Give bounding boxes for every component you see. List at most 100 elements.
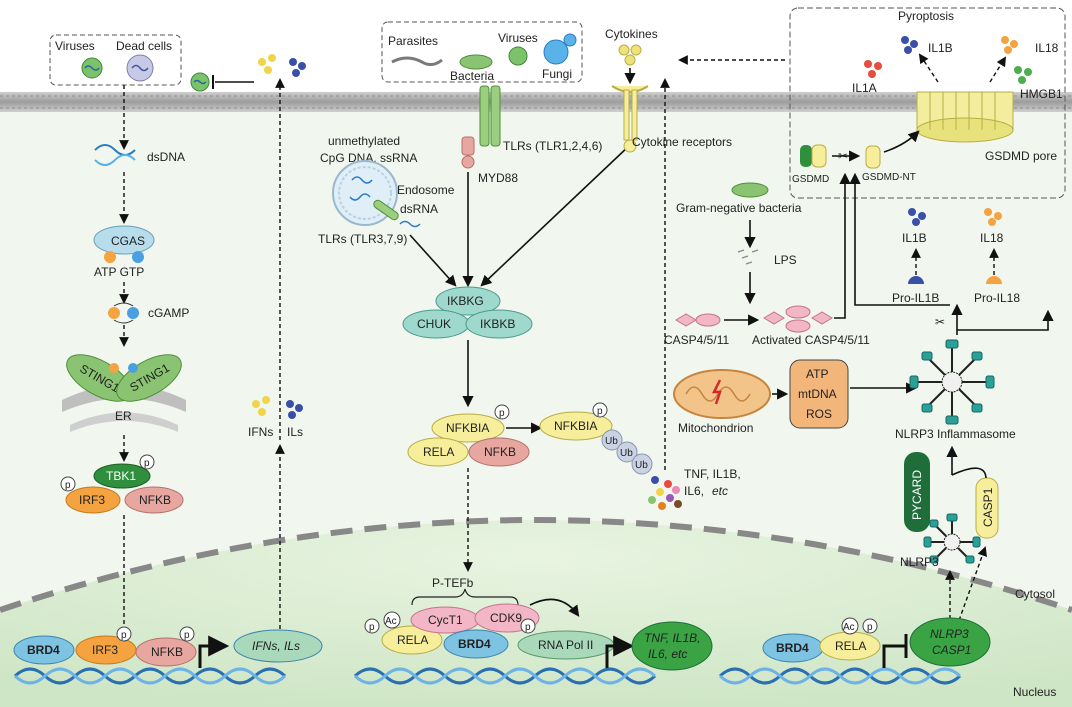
nlrp3-gene-label: NLRP3 [930, 627, 969, 641]
mitochondrion-label: Mitochondrion [678, 421, 753, 435]
ifns-icon [252, 396, 270, 416]
gsdmd-nt-label: GSDMD-NT [862, 172, 916, 183]
cpg-label: CpG DNA, ssRNA [320, 151, 417, 165]
tlr-receptor [461, 85, 501, 169]
ifns-label: IFNs [248, 425, 273, 439]
ifns-ils-gene [233, 629, 323, 663]
casp1-gene-label: CASP1 [932, 643, 971, 657]
nfkb-label-a: NFKB [139, 493, 171, 507]
rela-label-c: RELA [835, 639, 866, 653]
rela-protein-b [381, 625, 443, 655]
dsdna-helix-icon [94, 144, 136, 166]
ifns-cluster [258, 54, 306, 77]
cgas-enzyme [93, 225, 155, 255]
parasites-label: Parasites [388, 34, 438, 48]
pycard-label: PYCARD [910, 470, 924, 520]
mtdna-label: mtDNA [798, 387, 837, 401]
nfkb-label-b: NFKB [484, 445, 516, 459]
gram-neg-bacteria-icon [731, 182, 769, 198]
gsdmd-label: GSDMD [792, 174, 829, 185]
nlrp3-inflammasome-label: NLRP3 Inflammasome [895, 427, 1016, 441]
svg-text:p: p [369, 622, 375, 633]
dsdna-label: dsDNA [147, 150, 185, 164]
nfkbia-protein-b [539, 411, 613, 441]
nfkb-label-n: NFKB [151, 645, 183, 659]
gram-neg-label: Gram-negative bacteria [676, 201, 802, 215]
pathogen-box [381, 21, 583, 83]
svg-text:p: p [65, 480, 71, 491]
ub-label-3: Ub [635, 460, 648, 471]
atp-gtp-label: ATP GTP [94, 265, 144, 279]
gsdmd-nt-protein [865, 145, 881, 169]
ptefb-label: P-TEFb [432, 576, 474, 590]
tnf-gene-label-2: IL6, etc [648, 647, 687, 661]
ifns-ils-gene-label: IFNs, ILs [252, 639, 300, 653]
brd4-label-c: BRD4 [776, 641, 809, 655]
tnf-gene [631, 621, 713, 671]
ros-label: ROS [806, 407, 832, 421]
casp4511-protein [675, 313, 721, 327]
brd4-protein-b [443, 629, 509, 659]
nlrp3-inflammasome-icon [909, 339, 995, 425]
gsdmd-pore [916, 91, 1014, 143]
cyct1-label: CycT1 [428, 613, 463, 627]
phospho-tbk1 [139, 454, 155, 470]
ils-label: ILs [287, 425, 303, 439]
pycard-protein [904, 452, 930, 532]
cytokine-cluster-icon [648, 476, 682, 510]
phospho-irf3 [60, 476, 76, 492]
sting1-right [116, 354, 182, 402]
dead-cell-icon [126, 54, 154, 82]
hmgb1-icon [1014, 66, 1032, 84]
cytokines-label: Cytokines [605, 27, 658, 41]
activated-casp-label: Activated CASP4/5/11 [752, 333, 870, 347]
nfkb-protein-a [124, 486, 184, 514]
cytokine-receptors-label: Cytokine receptors [632, 135, 732, 149]
dna-strand-right [718, 667, 962, 685]
nuclear-envelope [0, 517, 1072, 613]
nfkb-protein-b [468, 437, 530, 467]
nfkbia-protein-a [431, 413, 505, 443]
pro-il18-icon [986, 276, 1002, 284]
parasite-icon [391, 56, 443, 67]
activated-casp-protein [763, 305, 833, 333]
atp-molecule [104, 251, 116, 263]
acetyl-rela [383, 611, 401, 629]
il18-icon-mid [984, 208, 1002, 226]
pyroptosis-label: Pyroptosis [898, 9, 954, 23]
svg-text:Ac: Ac [843, 622, 855, 633]
dna-strand-middle [353, 667, 657, 685]
tnf-gene-label-1: TNF, IL1B, [644, 631, 700, 645]
phospho-nfkbia [494, 404, 510, 420]
rela-protein-a [407, 437, 469, 467]
brd4-label-a: BRD4 [27, 643, 60, 657]
il1b-icon-top [901, 36, 918, 54]
ikbkb-protein [465, 309, 533, 339]
gtp-molecule [132, 251, 144, 263]
virus-icon-b [508, 46, 528, 66]
nfkbia-label-a: NFKBIA [446, 421, 489, 435]
ubiquitin-chain [601, 429, 653, 475]
promoter-arrow-b [605, 635, 635, 668]
tlrs-379-label: TLRs (TLR3,7,9) [318, 232, 407, 246]
pro-il1b-icon [908, 276, 924, 284]
il18-mid-label: IL18 [980, 231, 1004, 245]
il18-top-label: IL18 [1035, 41, 1059, 55]
nlrp3-casp1-gene [909, 617, 991, 667]
dsrna-label: dsRNA [400, 202, 438, 216]
lps-icon [737, 249, 759, 265]
bacteria-icon [459, 54, 493, 70]
tnf-cyto-etc: etc [712, 484, 728, 498]
svg-text:p: p [597, 406, 603, 417]
il1b-mid-label: IL1B [902, 231, 927, 245]
virus-icon [81, 57, 103, 79]
promoter-arrow-a [198, 635, 230, 668]
tnf-cyto-label-2: IL6, [684, 484, 704, 498]
svg-text:p: p [144, 458, 150, 469]
rnapol-label: RNA Pol II [538, 638, 593, 652]
tbk1-label: TBK1 [106, 469, 136, 483]
lps-label: LPS [774, 253, 797, 267]
nlrp3-monomer-icon [923, 513, 981, 564]
